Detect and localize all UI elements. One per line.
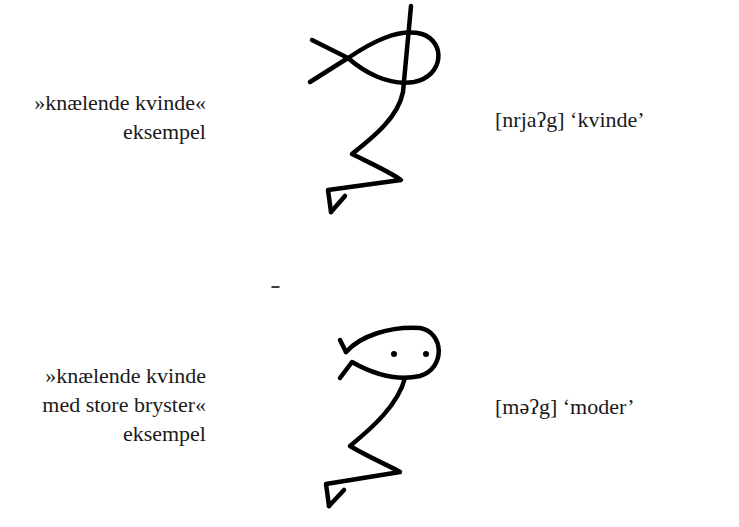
transcription-label: [məʔg] ‘moder’: [495, 392, 725, 421]
glyph-body-stroke: [328, 6, 411, 212]
glyph-head-loop: [310, 33, 438, 83]
glyph-foot-stroke: [331, 196, 345, 212]
example-caption: »knælende kvinde med store bryster« ekse…: [8, 361, 206, 448]
glyph-body-stroke: [326, 378, 405, 506]
kneeling-woman-glyph: [310, 6, 438, 212]
kneeling-woman-breasts-glyph: [326, 328, 439, 506]
transcription-label: [nrjaʔg] ‘kvinde’: [495, 105, 725, 134]
example-caption: »knælende kvinde« eksempel: [8, 88, 206, 146]
stray-mark: [272, 286, 279, 288]
glyph-breast-dot: [423, 351, 429, 357]
glyph-breast-dot: [391, 351, 397, 357]
glyph-foot-stroke: [329, 490, 344, 506]
glyph-head-stroke: [340, 340, 346, 352]
glyph-head-loop: [340, 328, 439, 378]
